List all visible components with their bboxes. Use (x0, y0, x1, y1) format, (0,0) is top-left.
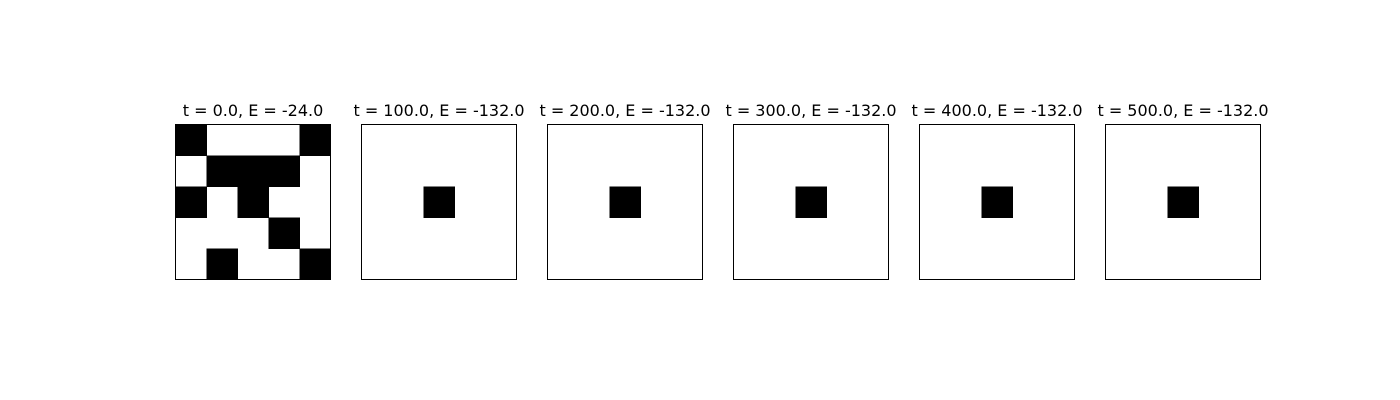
grid-cell-r0-c0 (175, 124, 207, 156)
grid-panel-2: t = 100.0, E = -132.0 (353, 101, 525, 280)
grid-cell-r4-c4 (299, 248, 331, 280)
panel-frame (733, 124, 889, 280)
grid-cell-r1-c1 (206, 155, 238, 187)
panel-title: t = 300.0, E = -132.0 (725, 101, 896, 120)
panel-title: t = 400.0, E = -132.0 (911, 101, 1082, 120)
grid-panel-3: t = 200.0, E = -132.0 (539, 101, 711, 280)
grid-cell-r2-c2 (981, 186, 1013, 218)
grid-cell-r1-c2 (237, 155, 269, 187)
grid-cell-r2-c2 (795, 186, 827, 218)
grid-cell-r3-c3 (268, 217, 300, 249)
grid-cell-r2-c2 (237, 186, 269, 218)
grid-cell-r0-c4 (299, 124, 331, 156)
grid-panel-1: t = 0.0, E = -24.0 (175, 101, 331, 280)
panel-title: t = 500.0, E = -132.0 (1097, 101, 1268, 120)
grid-cell-r1-c3 (268, 155, 300, 187)
grid-cell-r4-c1 (206, 248, 238, 280)
panel-frame (919, 124, 1075, 280)
grid-cell-r2-c2 (609, 186, 641, 218)
grid-panel-4: t = 300.0, E = -132.0 (725, 101, 897, 280)
panel-frame (175, 124, 331, 280)
grid-cell-r2-c2 (1167, 186, 1199, 218)
panel-frame (1105, 124, 1261, 280)
panel-title: t = 100.0, E = -132.0 (353, 101, 524, 120)
grid-panel-5: t = 400.0, E = -132.0 (911, 101, 1083, 280)
grid-cell-r2-c2 (423, 186, 455, 218)
panels-group: t = 0.0, E = -24.0 t = 100.0, E = -132.0 t… (175, 101, 1269, 280)
panel-frame (361, 124, 517, 280)
panel-frame (547, 124, 703, 280)
grid-cell-r2-c0 (175, 186, 207, 218)
panel-title: t = 0.0, E = -24.0 (183, 101, 324, 120)
grid-panel-6: t = 500.0, E = -132.0 (1097, 101, 1269, 280)
panel-title: t = 200.0, E = -132.0 (539, 101, 710, 120)
